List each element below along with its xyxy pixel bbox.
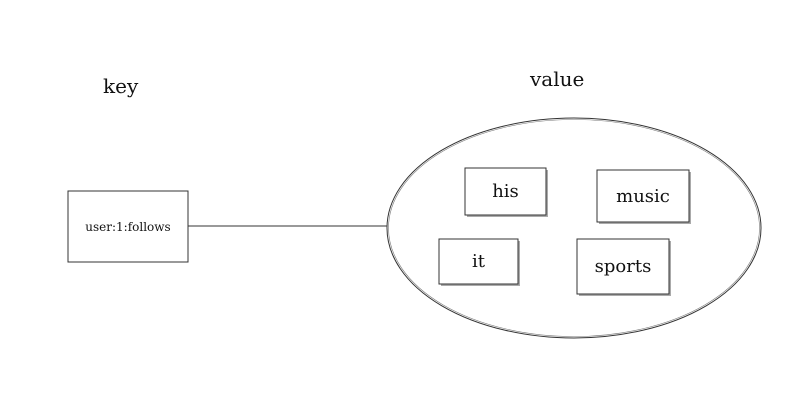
member-box-his	[464, 167, 548, 217]
value-ellipse-inner-outline	[388, 119, 760, 337]
key-box	[67, 190, 189, 263]
set-member-music: music	[616, 185, 670, 207]
set-member-it: it	[472, 251, 485, 272]
member-box-music	[596, 169, 691, 224]
member-box-it	[438, 238, 520, 286]
member-box-sports	[576, 238, 671, 296]
value-label: value	[530, 67, 585, 91]
set-member-sports: sports	[594, 256, 652, 277]
set-member-his: his	[492, 181, 519, 202]
key-label: key	[103, 74, 139, 98]
key-box-text: user:1:follows	[85, 219, 171, 234]
